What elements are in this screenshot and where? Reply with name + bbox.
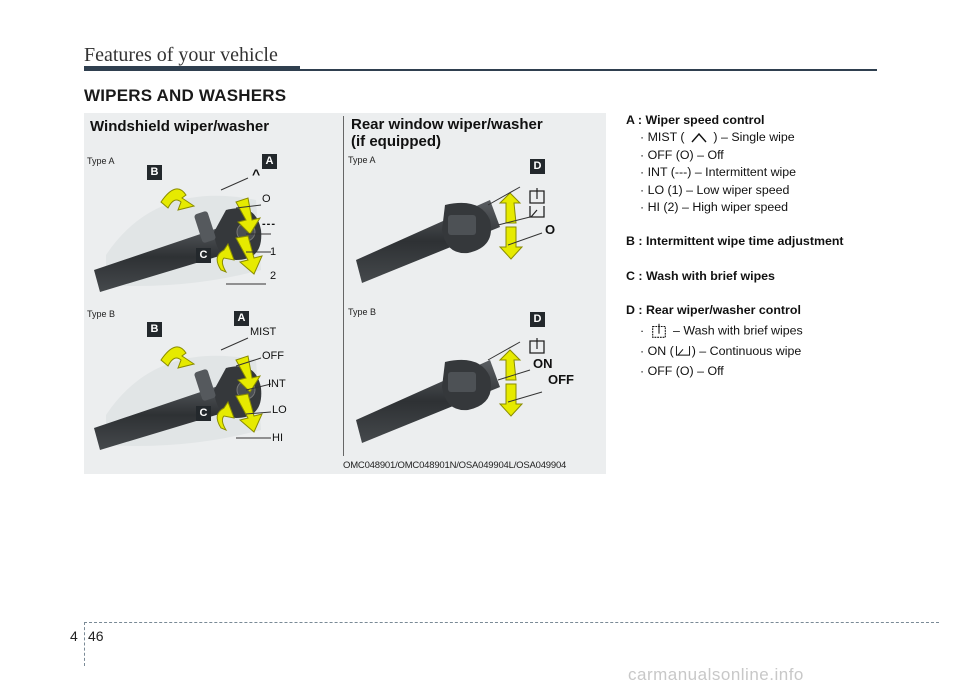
rear-b-off-mark: OFF [548,372,574,387]
mist-caret-icon [691,133,707,143]
badge-b-type-a: B [147,165,162,180]
rear-wipe-icon [529,206,545,218]
desc-d-on-post: ) – Continuous wipe [691,343,802,358]
rear-wash-icon [529,188,545,204]
rear-a-off-mark: O [545,222,556,237]
ws-a-int-mark: --- [262,218,276,230]
ws-b-off-label: OFF [262,350,284,362]
badge-a-type-a: A [262,154,277,169]
figure-caption: OMC048901/OMC048901N/OSA049904L/OSA04990… [343,460,567,471]
ws-b-lo-label: LO [272,404,287,416]
desc-d-wash-post: – Wash with brief wipes [673,322,803,337]
desc-a-hi: · HI (2) – High wiper speed [640,200,789,215]
badge-b-type-b: B [147,322,162,337]
desc-d-wash-pre: · [640,322,645,337]
page-number: 46 [88,628,104,644]
desc-c-title: C : Wash with brief wipes [626,268,775,283]
ws-a-off-mark: O [262,193,271,205]
badge-a-type-b: A [234,311,249,326]
rear-heading-line2: (if equipped) [351,133,441,150]
badge-c-type-a: C [196,248,211,263]
desc-a-lo: · LO (1) – Low wiper speed [640,182,790,197]
illustration-divider [343,116,344,456]
desc-d-on: · ON ( ) – Continuous wipe [626,343,926,360]
header-rule [300,69,877,71]
desc-d-wash: · – Wash with brief wipes [626,322,926,340]
rear-wiper-icon [675,346,690,356]
page-header-title: Features of your vehicle [84,44,278,66]
header-accent-bar [84,66,300,71]
desc-d-off: · OFF (O) – Off [640,364,724,379]
ws-type-a-lever [94,177,271,292]
windshield-heading: Windshield wiper/washer [90,118,270,135]
desc-b-title: B : Intermittent wipe time adjustment [626,234,844,249]
section-title: WIPERS AND WASHERS [84,86,287,105]
rear-type-a-lever [356,186,543,283]
rear-b-wash-icon [529,338,545,354]
ws-a-lo-mark: 1 [270,246,277,258]
desc-a-int: · INT (---) – Intermittent wipe [640,165,797,180]
badge-d-type-a: D [530,159,545,174]
rear-type-a-label: Type A [348,155,376,165]
rear-heading-line1: Rear window wiper/washer [351,116,543,133]
ws-b-mist-label: MIST [250,326,277,338]
desc-d-on-pre: · ON ( [640,343,674,358]
rear-washer-icon [651,323,666,338]
rear-type-b-lever [356,341,543,443]
ws-type-b-label: Type B [87,309,116,319]
watermark: carmanualsonline.info [628,665,804,684]
footer-divider [84,622,85,666]
desc-a-title: A : Wiper speed control [626,113,765,127]
ws-b-hi-label: HI [272,432,283,444]
desc-a-off: · OFF (O) – Off [640,147,724,162]
ws-a-hi-mark: 2 [270,270,277,282]
ws-type-a-label: Type A [87,156,115,166]
ws-a-mist-mark: ^ [252,166,261,182]
footer-rule [84,622,939,623]
chapter-number: 4 [70,628,78,644]
badge-c-type-b: C [196,406,211,421]
rear-b-on-mark: ON [533,356,553,371]
desc-a-mist-post: ) – Single wipe [713,130,795,145]
ws-type-b-lever [94,337,272,450]
desc-d-title: D : Rear wiper/washer control [626,303,801,318]
rear-type-b-label: Type B [348,307,377,317]
badge-d-type-b: D [530,312,545,327]
ws-b-int-label: INT [268,378,286,390]
desc-a-mist-pre: · MIST ( [640,130,685,145]
desc-a-mist: · MIST ( ) – Single wipe [626,129,926,146]
control-descriptions: A : Wiper speed control · MIST ( ) – Sin… [626,112,926,380]
